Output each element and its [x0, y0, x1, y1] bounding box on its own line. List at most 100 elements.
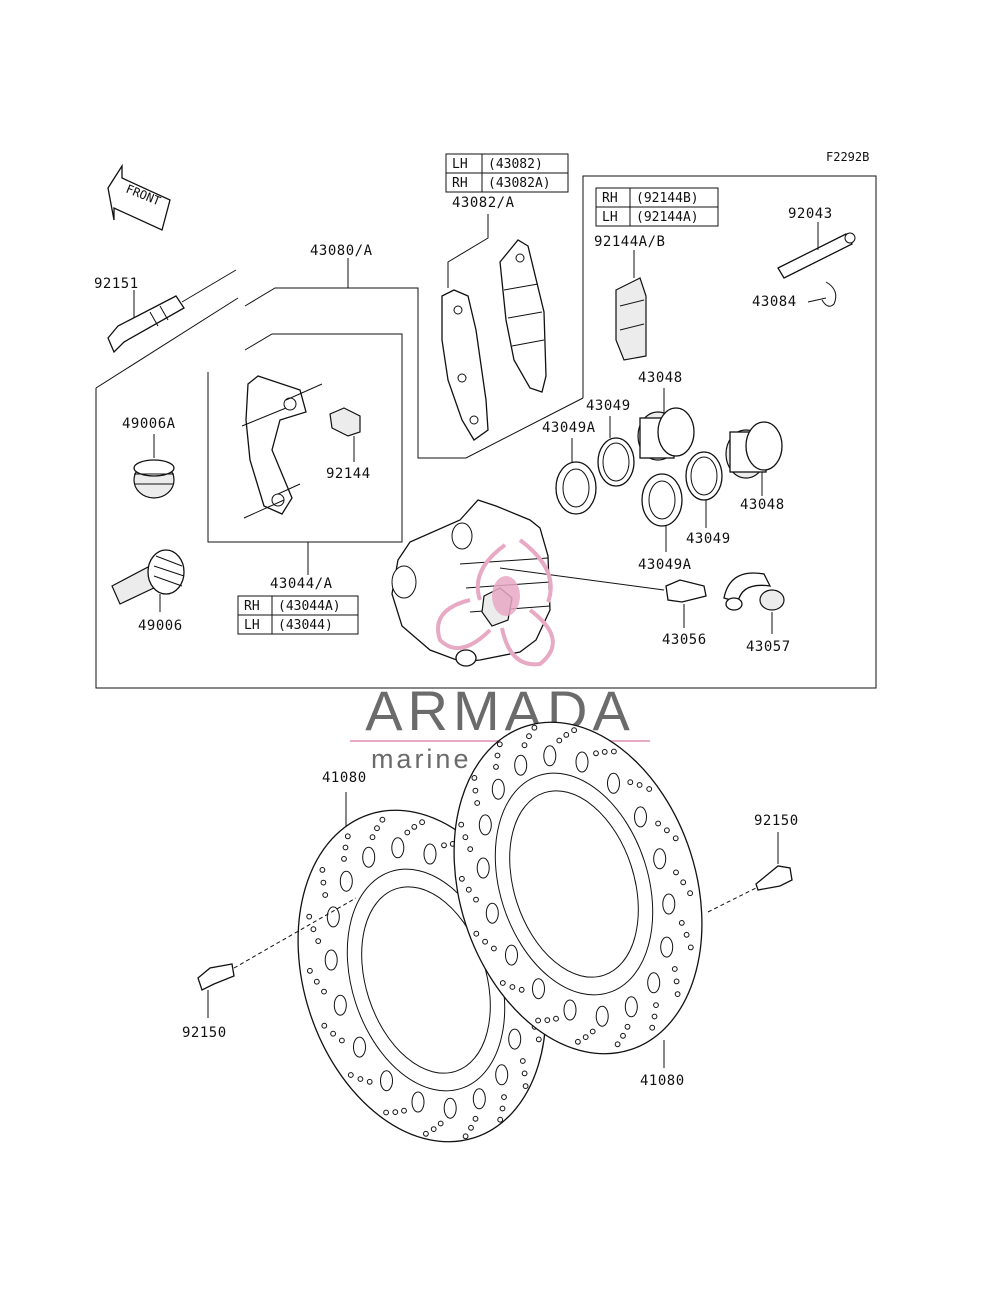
label-pad-set: 43082/A — [452, 195, 515, 211]
dust-seal-lower — [641, 473, 683, 552]
disc-slot — [485, 902, 499, 924]
disc-drill-hole — [306, 913, 313, 920]
disc-drill-hole — [636, 782, 643, 788]
disc-drill-hole — [462, 834, 469, 841]
disc-drill-hole — [472, 787, 479, 794]
label-piston-upper: 43048 — [638, 370, 683, 386]
disc-drill-hole — [474, 800, 481, 806]
disc-drill-hole — [321, 1022, 328, 1029]
spring-92144 — [329, 407, 361, 462]
disc-drill-hole — [499, 980, 506, 986]
label-bolt-left: 92150 — [182, 1025, 227, 1041]
disc-drill-hole — [521, 1070, 528, 1077]
label-cap: 43057 — [746, 639, 791, 655]
disc-drill-hole — [571, 727, 577, 734]
disc-drill-hole — [624, 1023, 631, 1030]
cap-43057 — [723, 572, 785, 634]
disc-slot — [575, 751, 589, 773]
pad-table-side-1: LH — [452, 157, 468, 172]
disc-drill-hole — [614, 1041, 621, 1048]
disc-drill-hole — [575, 1038, 581, 1045]
holder-table-side-2: LH — [244, 618, 260, 633]
boot-49006a — [133, 434, 175, 499]
disc-drill-hole — [521, 742, 528, 749]
figure-code: F2292B — [826, 150, 869, 164]
clip-43084 — [807, 281, 837, 307]
holder-table: RH (43044A) LH (43044) — [237, 595, 359, 635]
disc-drill-hole — [544, 1017, 551, 1023]
front-arrow-icon: FRONT — [107, 163, 171, 231]
disc-slot — [443, 1097, 457, 1119]
holder-table-part-2: (43044) — [278, 618, 333, 633]
disc-drill-hole — [518, 986, 525, 993]
disc-drill-hole — [379, 816, 386, 823]
disc-slot — [595, 1005, 609, 1027]
disc-drill-hole — [680, 879, 687, 886]
disc-drill-hole — [671, 966, 678, 972]
pad-table: LH (43082) RH (43082A) — [445, 153, 569, 193]
disc-drill-hole — [494, 752, 501, 759]
disc-drill-hole — [493, 764, 499, 770]
seal-upper — [597, 416, 635, 487]
bolt-92151 — [107, 269, 237, 354]
disc-drill-hole — [315, 938, 322, 944]
disc-drill-hole — [339, 1037, 345, 1044]
disc-drill-hole — [341, 856, 347, 862]
shim-table-side-2: LH — [602, 210, 618, 225]
pad-table-part-1: (43082) — [488, 157, 543, 172]
disc-drill-hole — [344, 833, 351, 840]
holder-table-side-1: RH — [244, 599, 260, 614]
caliper-assy-leader — [244, 258, 584, 459]
disc-drill-hole — [462, 1133, 469, 1140]
disc-slot — [495, 1064, 509, 1086]
disc-slot — [532, 978, 545, 1000]
label-bolt-right: 92150 — [754, 813, 799, 829]
bolt-92150-right — [707, 832, 793, 913]
pin-92043 — [777, 222, 856, 279]
disc-slot — [326, 906, 340, 928]
disc-drill-hole — [366, 1078, 373, 1085]
disc-slot — [514, 754, 528, 776]
disc-drill-hole — [307, 967, 313, 974]
disc-drill-hole — [620, 1032, 626, 1039]
disc-drill-hole — [653, 1002, 659, 1008]
disc-slot — [333, 994, 347, 1016]
label-bleeder: 43056 — [662, 632, 707, 648]
disc-drill-hole — [419, 819, 426, 826]
disc-drill-hole — [649, 1024, 656, 1031]
disc-drill-hole — [526, 733, 532, 740]
disc-drill-hole — [673, 978, 680, 985]
disc-drill-hole — [655, 820, 661, 827]
shim-table-part-2: (92144A) — [636, 210, 699, 225]
disc-drill-hole — [347, 1072, 354, 1078]
disc-drill-hole — [313, 978, 320, 985]
label-shim: 92144A/B — [594, 234, 665, 250]
disc-slot — [607, 772, 620, 794]
disc-drill-hole — [627, 779, 634, 786]
brake-pads — [441, 214, 547, 441]
disc-drill-hole — [383, 1109, 390, 1116]
label-piston-lower: 43048 — [740, 497, 785, 513]
disc-drill-hole — [310, 926, 317, 933]
disc-slot — [653, 848, 667, 870]
disc-drill-hole — [465, 886, 472, 893]
disc-drill-hole — [320, 879, 327, 886]
pad-table-part-2: (43082A) — [488, 176, 551, 191]
disc-drill-hole — [519, 1058, 526, 1064]
disc-drill-hole — [646, 786, 653, 792]
disc-drill-hole — [430, 1126, 437, 1132]
holder-table-part-1: (43044A) — [278, 599, 341, 614]
disc-drill-hole — [664, 827, 670, 834]
disc-slot — [508, 1028, 522, 1050]
disc-slot — [647, 972, 661, 994]
disc-drill-hole — [683, 931, 690, 938]
disc-drill-hole — [687, 944, 694, 951]
disc-drill-hole — [678, 920, 685, 926]
disc-drill-hole — [467, 846, 474, 852]
disc-slot — [391, 837, 405, 859]
disc-drill-hole — [468, 1124, 474, 1131]
seal-lower — [685, 451, 723, 528]
disc-drill-hole — [473, 896, 479, 903]
caliper-assembly-box — [95, 175, 877, 689]
